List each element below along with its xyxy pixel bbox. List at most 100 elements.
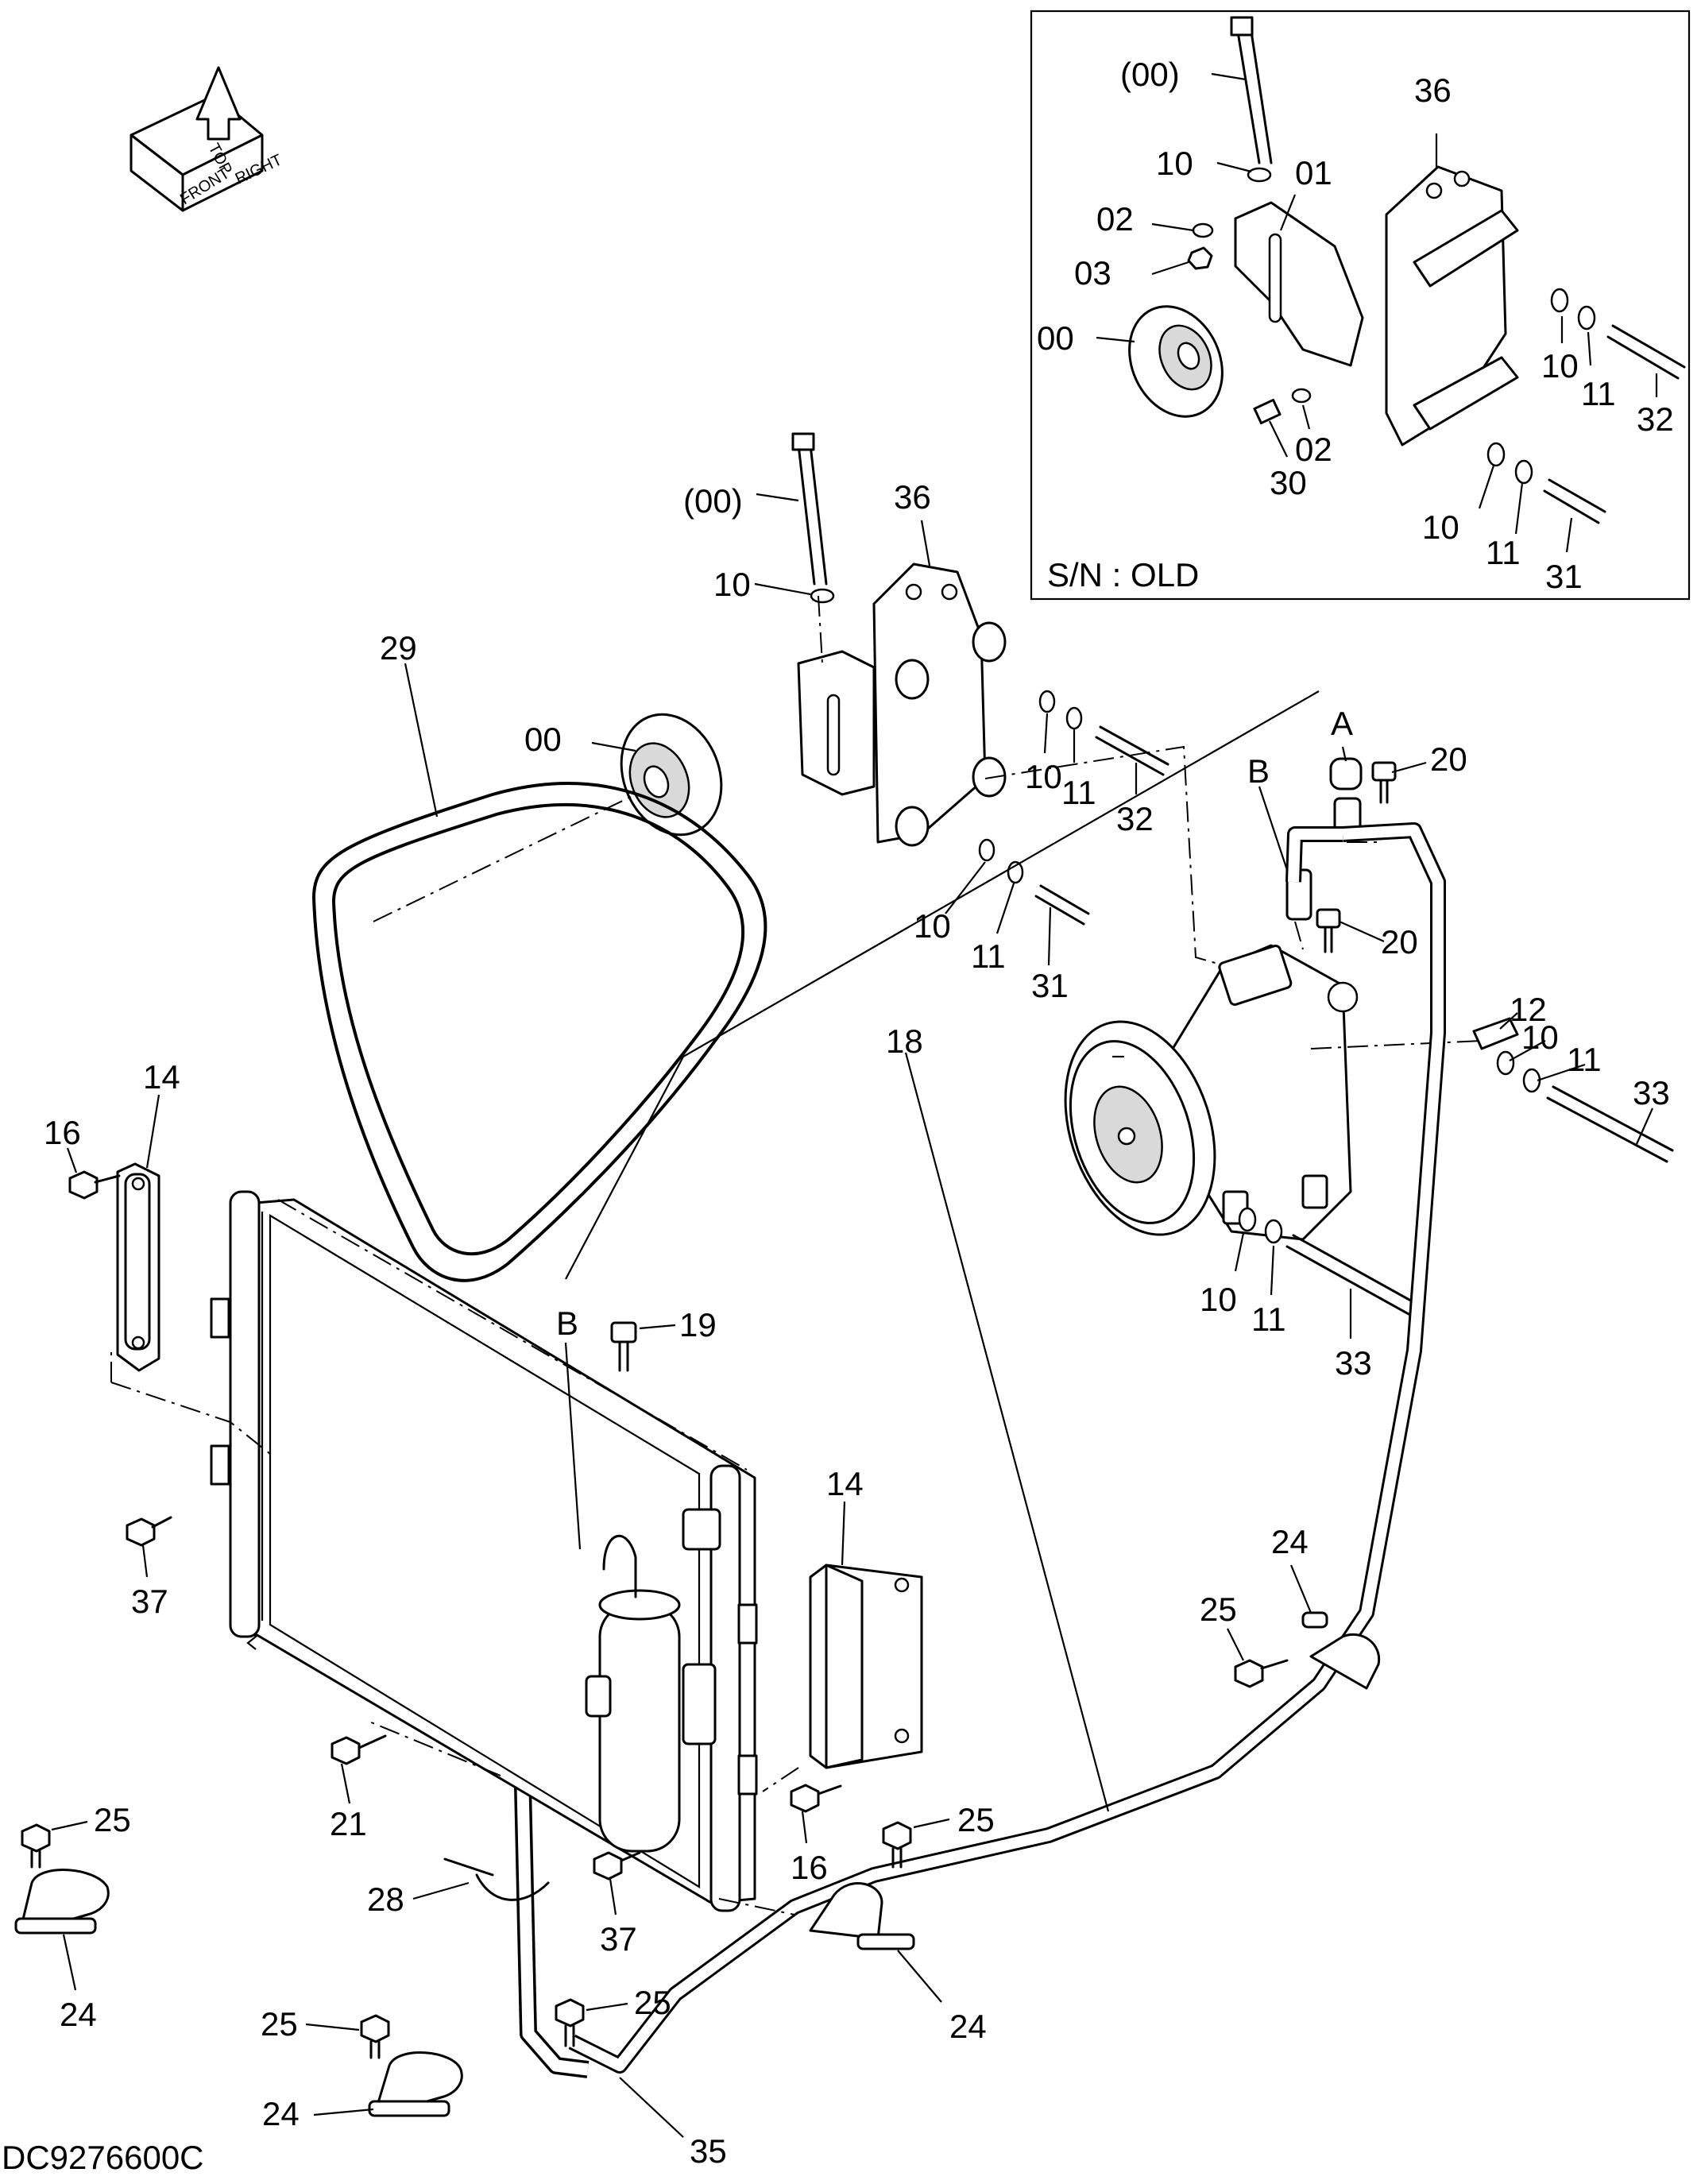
callout-37-bottom: 37	[600, 1920, 637, 1958]
callout-35: 35	[690, 2132, 727, 2170]
inset-callout-02-top: 02	[1096, 200, 1134, 238]
inset-callout-00: 00	[1037, 319, 1074, 357]
inset-washer	[1247, 167, 1272, 183]
inset-callout-10-b: 10	[1422, 508, 1459, 546]
callout-31: 31	[1031, 967, 1069, 1004]
bolt-37-left	[126, 1517, 156, 1547]
bolt-25-bottom	[555, 1998, 585, 2027]
callout-16-left: 16	[44, 1114, 81, 1151]
inset-callout-10-a: 10	[1541, 347, 1579, 385]
callout-18: 18	[886, 1022, 923, 1060]
bolt-37-bottom	[593, 1851, 623, 1881]
callout-37-left: 37	[131, 1583, 168, 1620]
callout-14-left: 14	[143, 1058, 180, 1096]
callout-29: 29	[380, 629, 417, 667]
bolt-25-right	[1234, 1659, 1264, 1688]
callout-19: 19	[679, 1306, 717, 1343]
mount-plate-36	[872, 562, 987, 844]
bolt-20-b	[1316, 908, 1341, 929]
inset-callout-31: 31	[1545, 558, 1583, 595]
bolt-25-left	[21, 1823, 51, 1853]
callout-10-b: 10	[914, 907, 951, 945]
bolt-19	[610, 1321, 637, 1343]
clamp-24-bottom	[376, 2051, 463, 2107]
callout-24-mid: 24	[949, 2008, 987, 2045]
callout-14-right: 14	[826, 1465, 864, 1502]
callout-16-right: 16	[791, 1849, 828, 1886]
callout-33-b: 33	[1335, 1344, 1372, 1382]
compressor-bracket-assembly	[754, 432, 1224, 966]
bolt-16-right	[790, 1784, 820, 1813]
callout-00: 00	[524, 721, 562, 758]
callout-A: A	[1331, 705, 1353, 742]
suction-hose	[569, 825, 1444, 2071]
belt-and-idler-pulley	[312, 663, 767, 1282]
inset-callout-02-bottom: 02	[1295, 431, 1332, 468]
callout-12: 12	[1510, 991, 1547, 1028]
callout-25-right: 25	[1200, 1591, 1237, 1628]
callout-20-b: 20	[1381, 923, 1418, 961]
callout-00p: (00)	[683, 482, 743, 520]
inset-callout-36: 36	[1414, 72, 1452, 109]
condenser-left-tank	[229, 1190, 261, 1638]
callout-33-a: 33	[1633, 1074, 1670, 1111]
callout-36: 36	[894, 478, 931, 516]
drive-belt	[312, 782, 767, 1282]
condenser	[110, 1190, 799, 1915]
clamp-24-mid	[809, 1882, 883, 1940]
callout-11-a: 11	[1061, 774, 1096, 811]
fastener-bolts	[21, 690, 1320, 2059]
callout-25-left: 25	[94, 1801, 131, 1838]
bolt-21	[331, 1736, 361, 1765]
ac-compressor	[1064, 746, 1674, 1339]
fitting-cap-a	[1329, 757, 1363, 790]
callout-24-left: 24	[60, 1996, 97, 2033]
inset-callout-30: 30	[1270, 464, 1307, 501]
clip-12	[1472, 1017, 1519, 1050]
inset-callout-01: 01	[1295, 154, 1332, 191]
inset-callout-10-top: 10	[1156, 145, 1193, 182]
callout-25-mid: 25	[957, 1801, 995, 1838]
callout-B-top: B	[1247, 752, 1270, 790]
callout-24-bottom: 24	[262, 2095, 300, 2132]
callout-11-b: 11	[971, 937, 1006, 975]
callout-10-comp-b: 10	[1200, 1281, 1237, 1318]
callout-28: 28	[367, 1881, 404, 1918]
long-bolt	[797, 443, 816, 586]
hose-clamps-24	[14, 1564, 1381, 2117]
callout-11-comp-b: 11	[1251, 1301, 1286, 1338]
callout-24-right: 24	[1271, 1523, 1309, 1560]
orientation-compass-icon: FRONT RIGHT TOP	[130, 66, 285, 212]
callout-B-bottom: B	[556, 1305, 578, 1342]
receiver-drier	[598, 1603, 681, 1853]
callout-10-comp-a: 10	[1521, 1019, 1559, 1056]
callout-25-bottom: 25	[634, 1984, 671, 2021]
inset-bracket-01	[1234, 201, 1364, 367]
inset-caption: S/N : OLD	[1047, 556, 1199, 593]
clamp-24-left	[21, 1869, 110, 1924]
callout-32: 32	[1116, 800, 1154, 837]
clamp-24-right	[1309, 1633, 1381, 1690]
inset-long-bolt	[1236, 30, 1261, 164]
bolt-16-left	[68, 1170, 99, 1200]
callout-20-a: 20	[1430, 740, 1467, 778]
inset-frame	[1030, 10, 1691, 601]
callout-10-a: 10	[1025, 758, 1062, 795]
callout-21: 21	[330, 1805, 367, 1842]
callout-10-top: 10	[713, 566, 751, 603]
mount-brackets-14	[116, 1094, 923, 1769]
inset-callout-32: 32	[1637, 400, 1674, 438]
washer-10	[810, 588, 835, 604]
inset-old-serial-panel: (00) 36 10 01 02 03 00 10 11 32 02 30 10…	[1030, 10, 1691, 601]
callout-25-lower: 25	[261, 2005, 298, 2043]
diagram-code: DC9276600C	[2, 2139, 204, 2176]
callout-11-comp-a: 11	[1567, 1041, 1602, 1078]
bolt-25-mid	[882, 1821, 912, 1850]
callout-labels: (00) 36 10 29 00 10 11 32 10 11 31 A B 2…	[44, 478, 1670, 2170]
inset-callout-11-b: 11	[1486, 534, 1521, 571]
inset-callout-03: 03	[1074, 254, 1111, 292]
inset-callout-00p: (00)	[1120, 56, 1180, 93]
inset-callout-11-a: 11	[1581, 375, 1616, 412]
bolt-25-lower	[360, 2014, 390, 2043]
